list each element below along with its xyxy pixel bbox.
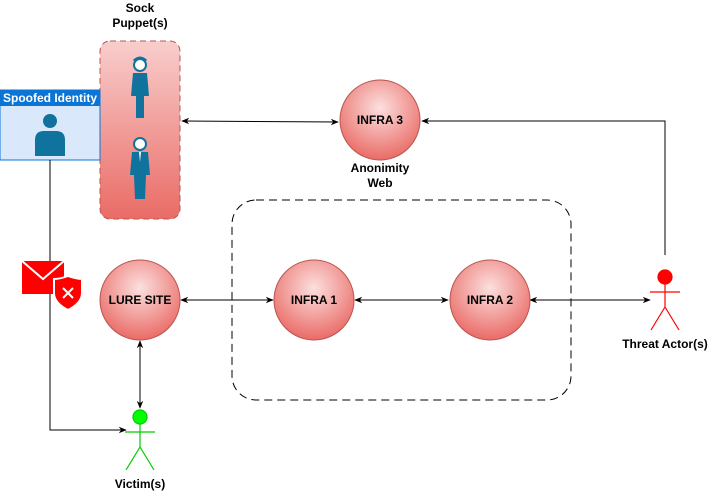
mail-shield-icon [21, 260, 83, 312]
sock-to-infra3-connector [181, 117, 339, 126]
threat-actor-label: Threat Actor(s) [622, 337, 708, 351]
infra3-node[interactable] [339, 79, 421, 161]
sock-puppets-label-line1: Sock [126, 1, 155, 15]
anonymity-label-line2: Web [367, 176, 392, 190]
infra2-node[interactable] [449, 259, 531, 341]
sock-puppets-label-line2: Puppet(s) [112, 16, 167, 30]
threat-actor-icon[interactable] [650, 269, 680, 331]
infra1-node[interactable] [273, 259, 355, 341]
infra1-label: INFRA 1 [291, 293, 338, 307]
victim-icon[interactable] [125, 409, 155, 471]
lure-site-node[interactable] [99, 259, 181, 341]
infra2-label: INFRA 2 [467, 293, 514, 307]
anonymity-label-line1: Anonimity [351, 161, 410, 175]
spoofed-identity-header [0, 90, 100, 106]
user-icon [35, 114, 65, 156]
threat-to-infra3-connector [421, 117, 666, 255]
infra3-label: INFRA 3 [357, 113, 404, 127]
spoof-to-victim-connector [49, 160, 127, 434]
lure-site-label: LURE SITE [109, 293, 172, 307]
male-user-icon [130, 137, 150, 199]
victim-label: Victim(s) [115, 477, 165, 491]
female-user-icon [131, 56, 149, 118]
spoofed-identity-title: Spoofed Identity [3, 91, 97, 105]
